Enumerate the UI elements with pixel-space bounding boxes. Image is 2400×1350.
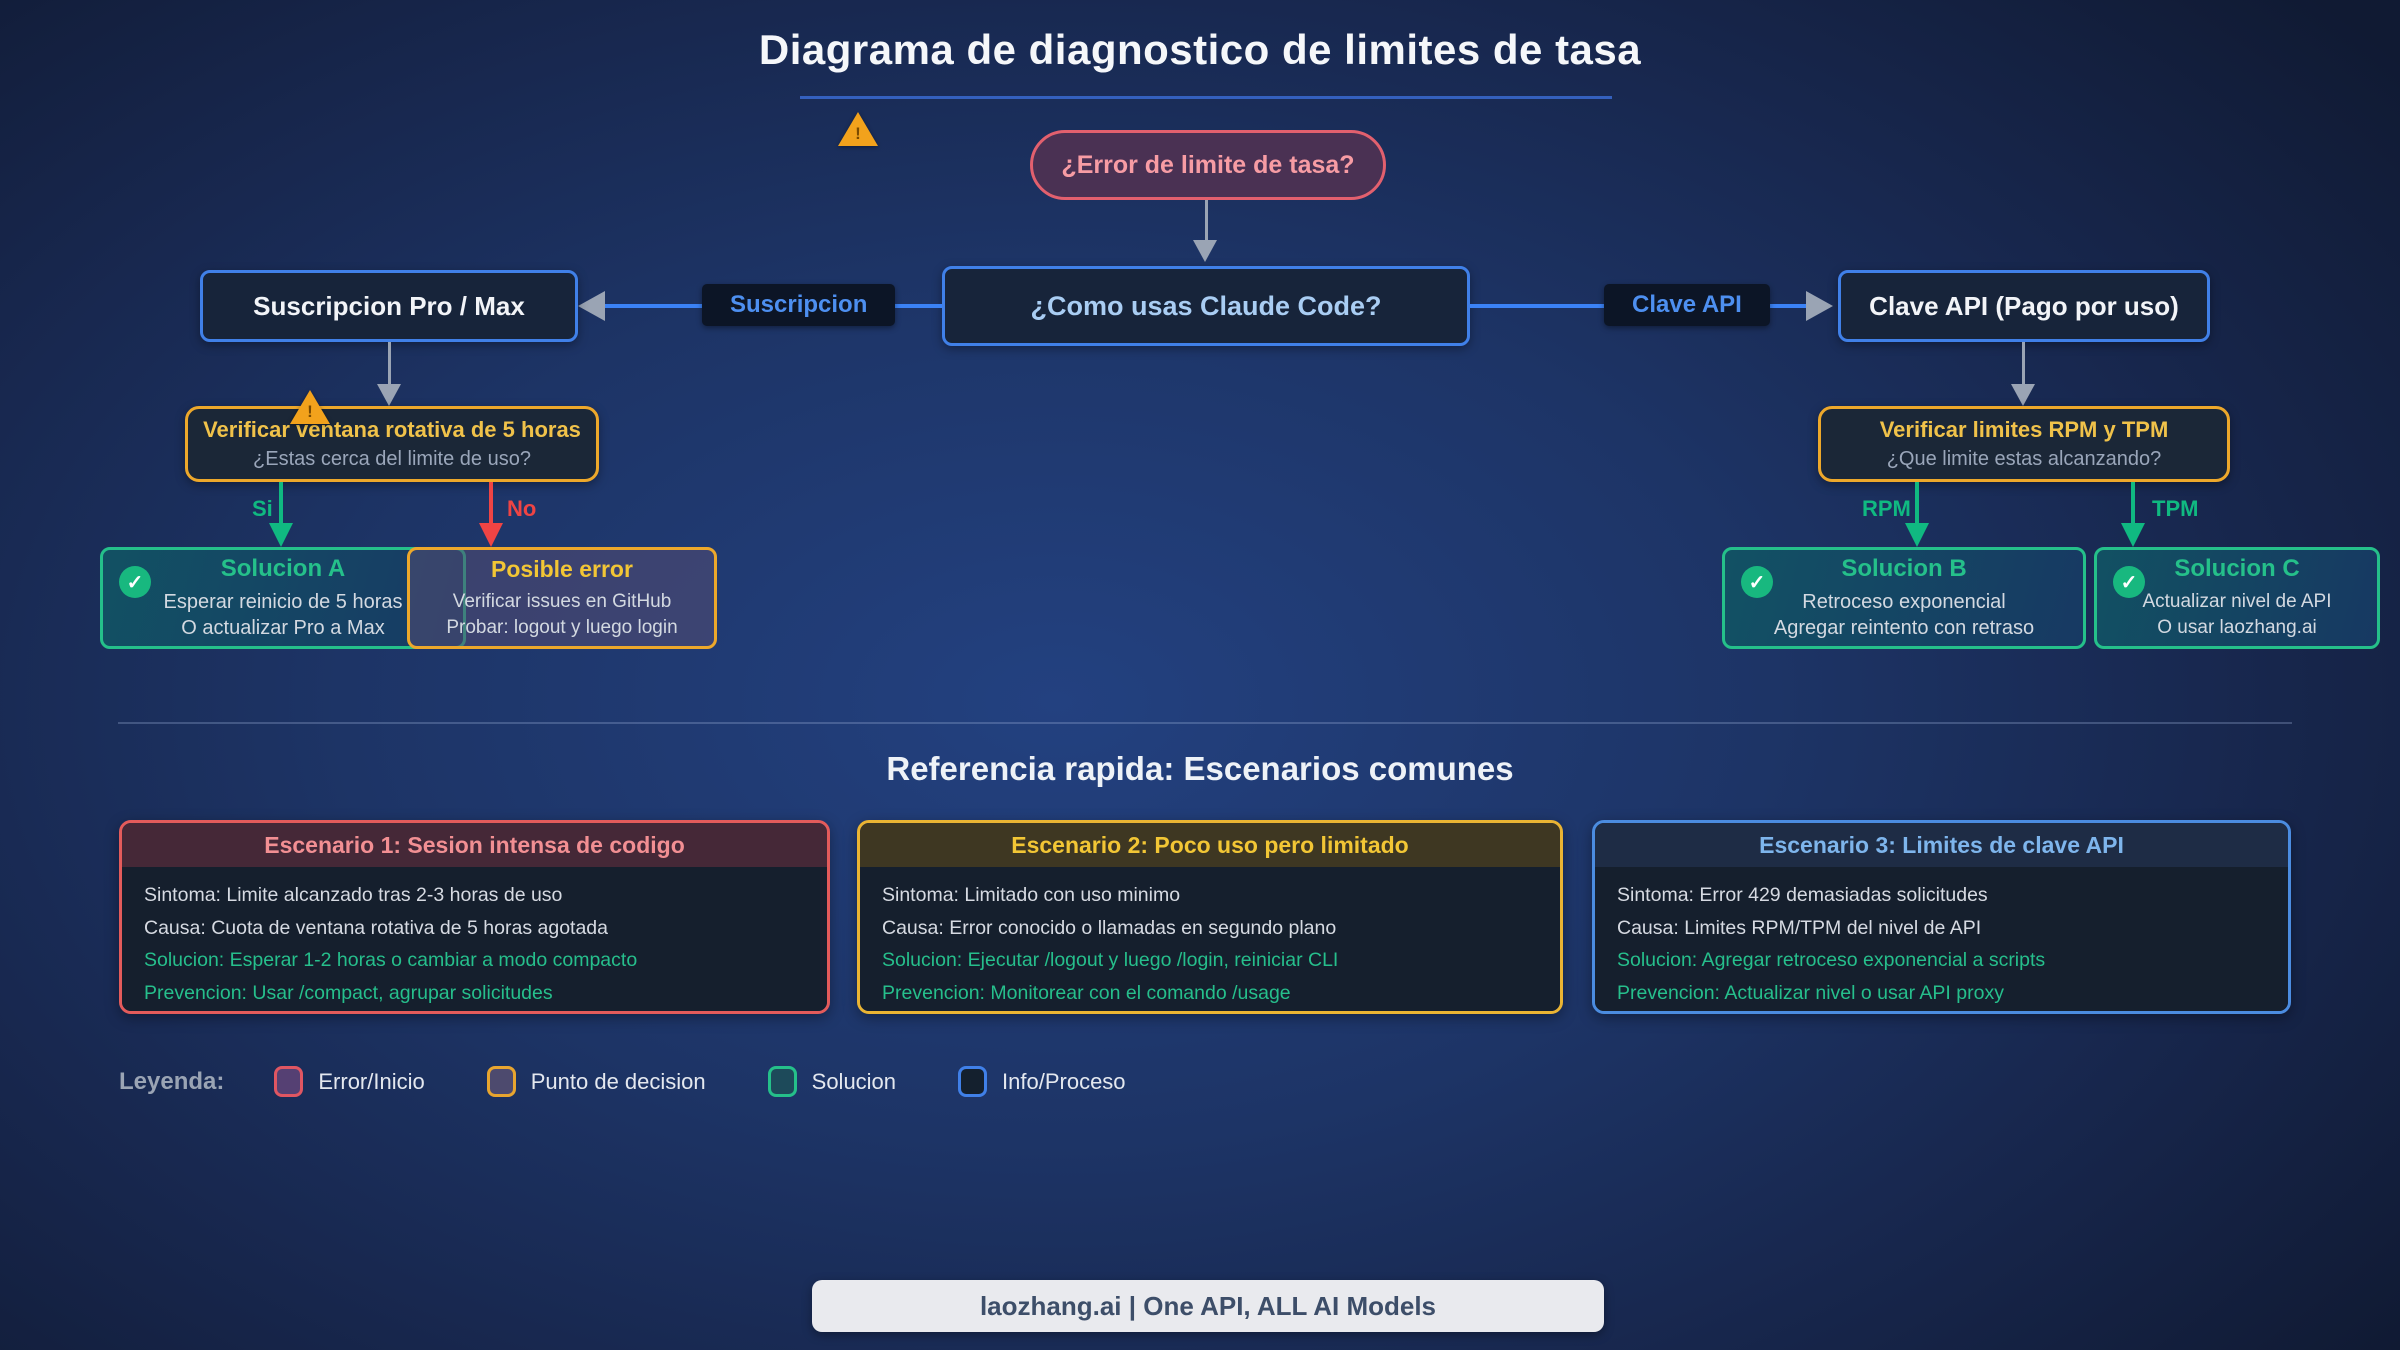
card-line: Causa: Error conocido o llamadas en segu… bbox=[882, 916, 1337, 939]
warning-icon: ! bbox=[290, 390, 330, 424]
api-key-node-label: Clave API (Pago por uso) bbox=[1869, 290, 2179, 321]
reference-heading: Referencia rapida: Escenarios comunes bbox=[886, 750, 1514, 787]
arrow-api-to-check bbox=[2022, 342, 2025, 386]
decision-node-label: ¿Como usas Claude Code? bbox=[1030, 290, 1382, 321]
card-line: Solucion: Ejecutar /logout y luego /logi… bbox=[882, 949, 1339, 971]
card-line: Prevencion: Monitorear con el comando /u… bbox=[882, 981, 1291, 1004]
warning-icon: ! bbox=[838, 112, 878, 146]
legend-item-error: Error/Inicio bbox=[274, 1066, 425, 1097]
check-icon: ✓ bbox=[2113, 566, 2145, 598]
arrow-no bbox=[489, 482, 493, 526]
scenario-card-title: Escenario 3: Limites de clave API bbox=[1595, 823, 2288, 867]
arrowhead-down-icon bbox=[2011, 384, 2035, 406]
edge-label-no: No bbox=[507, 496, 537, 521]
solution-b-title: Solucion B bbox=[1841, 555, 1967, 582]
solution-c-line1: Actualizar nivel de API bbox=[2142, 591, 2332, 612]
check-node-title: Verificar ventana rotativa de 5 horas bbox=[203, 417, 581, 442]
edge-label-rpm: RPM bbox=[1862, 496, 1911, 521]
scenario-card-body: Sintoma: Limitado con uso minimo Causa: … bbox=[860, 867, 1560, 1011]
solution-b-line1: Retroceso exponencial bbox=[1802, 591, 2006, 613]
check-icon: ✓ bbox=[1741, 566, 1773, 598]
card-line: Causa: Limites RPM/TPM del nivel de API bbox=[1617, 916, 1982, 939]
card-line: Prevencion: Usar /compact, agrupar solic… bbox=[144, 981, 553, 1004]
arrowhead-down-icon bbox=[1193, 240, 1217, 262]
check-node-title: Verificar limites RPM y TPM bbox=[1879, 417, 2169, 442]
subscription-node-label: Suscripcion Pro / Max bbox=[253, 290, 525, 321]
legend-swatch-error bbox=[274, 1066, 304, 1097]
footer-banner: laozhang.ai | One API, ALL AI Models bbox=[812, 1280, 1604, 1332]
legend-swatch-decision bbox=[486, 1066, 516, 1097]
edge-label-api: Clave API bbox=[1604, 284, 1770, 326]
arrowhead-left-icon bbox=[578, 291, 605, 321]
scenario-card-3: Escenario 3: Limites de clave API Sintom… bbox=[1592, 820, 2291, 1014]
legend-item-decision: Punto de decision bbox=[486, 1066, 706, 1097]
solution-b-line2: Agregar reintento con retraso bbox=[1773, 617, 2035, 639]
possible-error-line1: Verificar issues en GitHub bbox=[452, 590, 672, 612]
scenario-card-body: Sintoma: Error 429 demasiadas solicitude… bbox=[1595, 867, 2288, 1011]
edge-label-tpm: TPM bbox=[2152, 496, 2199, 521]
legend-swatch-info bbox=[958, 1066, 988, 1097]
solution-a-line1: Esperar reinicio de 5 horas bbox=[163, 591, 403, 613]
arrowhead-down-icon bbox=[269, 523, 293, 547]
edge-label-subscription: Suscripcion bbox=[702, 284, 896, 326]
card-line: Sintoma: Limitado con uso minimo bbox=[882, 884, 1181, 906]
card-line: Sintoma: Error 429 demasiadas solicitude… bbox=[1617, 884, 1988, 906]
solution-c-line2: O usar laozhang.ai bbox=[2157, 617, 2317, 638]
arrow-si bbox=[279, 482, 283, 526]
edge-label-si: Si bbox=[252, 496, 273, 521]
legend: Leyenda: Error/Inicio Punto de decision … bbox=[119, 1066, 1188, 1097]
solution-c-title: Solucion C bbox=[2174, 555, 2300, 582]
scenario-card-title: Escenario 2: Poco uso pero limitado bbox=[860, 823, 1560, 867]
api-key-node: Clave API (Pago por uso) bbox=[1838, 270, 2210, 342]
check-node-subtitle: ¿Estas cerca del limite de uso? bbox=[253, 448, 531, 470]
possible-error-title: Posible error bbox=[491, 555, 633, 582]
card-line: Solucion: Agregar retroceso exponencial … bbox=[1617, 949, 2046, 971]
start-node-label: ¿Error de limite de tasa? bbox=[1061, 150, 1355, 179]
legend-item-info: Info/Proceso bbox=[958, 1066, 1126, 1097]
rpm-tpm-check-node: Verificar limites RPM y TPM ¿Que limite … bbox=[1818, 406, 2230, 482]
title-underline bbox=[800, 96, 1612, 99]
scenario-card-1: Escenario 1: Sesion intensa de codigo Si… bbox=[119, 820, 830, 1014]
check-node-subtitle: ¿Que limite estas alcanzando? bbox=[1886, 448, 2162, 470]
legend-item-solution: Solucion bbox=[767, 1066, 896, 1097]
arrow-start-to-decision bbox=[1205, 200, 1208, 242]
card-line: Causa: Cuota de ventana rotativa de 5 ho… bbox=[144, 916, 608, 939]
solution-a-title: Solucion A bbox=[220, 555, 346, 582]
legend-swatch-solution bbox=[767, 1066, 797, 1097]
footer-text: laozhang.ai | One API, ALL AI Models bbox=[979, 1290, 1437, 1321]
scenario-card-title: Escenario 1: Sesion intensa de codigo bbox=[122, 823, 827, 867]
check-icon: ✓ bbox=[119, 566, 151, 598]
arrowhead-down-icon bbox=[479, 523, 503, 547]
arrow-sub-to-check bbox=[388, 342, 391, 386]
card-line: Sintoma: Limite alcanzado tras 2-3 horas… bbox=[144, 884, 563, 906]
solution-a-line2: O actualizar Pro a Max bbox=[181, 617, 385, 639]
possible-error-node: Posible error Verificar issues en GitHub… bbox=[407, 547, 717, 649]
solution-a-node: ✓ Solucion A Esperar reinicio de 5 horas… bbox=[100, 547, 466, 649]
arrowhead-right-icon bbox=[1806, 291, 1833, 321]
decision-node: ¿Como usas Claude Code? bbox=[942, 266, 1470, 346]
solution-b-node: ✓ Solucion B Retroceso exponencial Agreg… bbox=[1722, 547, 2086, 649]
section-divider bbox=[118, 722, 2292, 724]
legend-label: Leyenda: bbox=[119, 1067, 225, 1095]
arrow-tpm bbox=[2131, 482, 2135, 526]
possible-error-line2: Probar: logout y luego login bbox=[446, 616, 678, 638]
card-line: Solucion: Esperar 1-2 horas o cambiar a … bbox=[144, 949, 638, 971]
subscription-node: Suscripcion Pro / Max bbox=[200, 270, 578, 342]
start-node: ¿Error de limite de tasa? bbox=[1030, 130, 1386, 200]
page-title: Diagrama de diagnostico de limites de ta… bbox=[758, 26, 1642, 73]
rolling-window-check-node: Verificar ventana rotativa de 5 horas ¿E… bbox=[185, 406, 599, 482]
solution-c-node: ✓ Solucion C Actualizar nivel de API O u… bbox=[2094, 547, 2380, 649]
arrow-rpm bbox=[1915, 482, 1919, 526]
arrowhead-down-icon bbox=[1905, 523, 1929, 547]
arrowhead-down-icon bbox=[2121, 523, 2145, 547]
card-line: Prevencion: Actualizar nivel o usar API … bbox=[1617, 981, 2004, 1004]
scenario-card-2: Escenario 2: Poco uso pero limitado Sint… bbox=[857, 820, 1563, 1014]
scenario-card-body: Sintoma: Limite alcanzado tras 2-3 horas… bbox=[122, 867, 827, 1011]
arrowhead-down-icon bbox=[377, 384, 401, 406]
